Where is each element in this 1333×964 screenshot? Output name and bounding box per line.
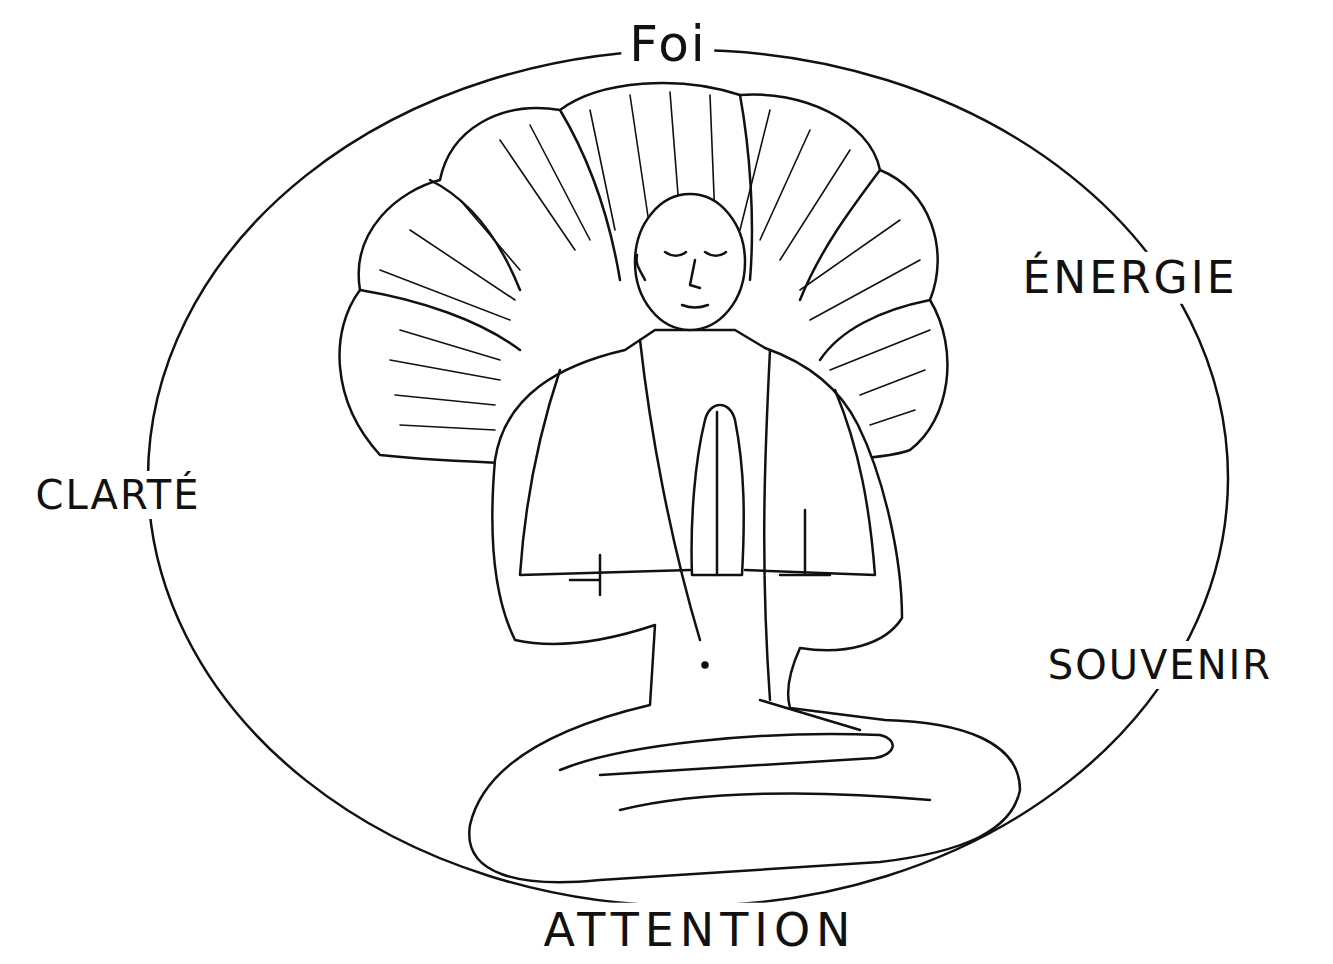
virtue-label: CLARTÉ (27, 471, 208, 519)
virtue-label: SOUVENIR (1040, 641, 1280, 689)
virtue-label: ATTENTION (535, 903, 864, 958)
virtue-label: ÉNERGIE (1015, 252, 1246, 304)
virtue-label: Foi (621, 15, 714, 74)
circle-outline (148, 50, 1228, 906)
figure-head (635, 194, 745, 330)
praying-hands (692, 405, 744, 575)
figure-body (469, 330, 1020, 882)
